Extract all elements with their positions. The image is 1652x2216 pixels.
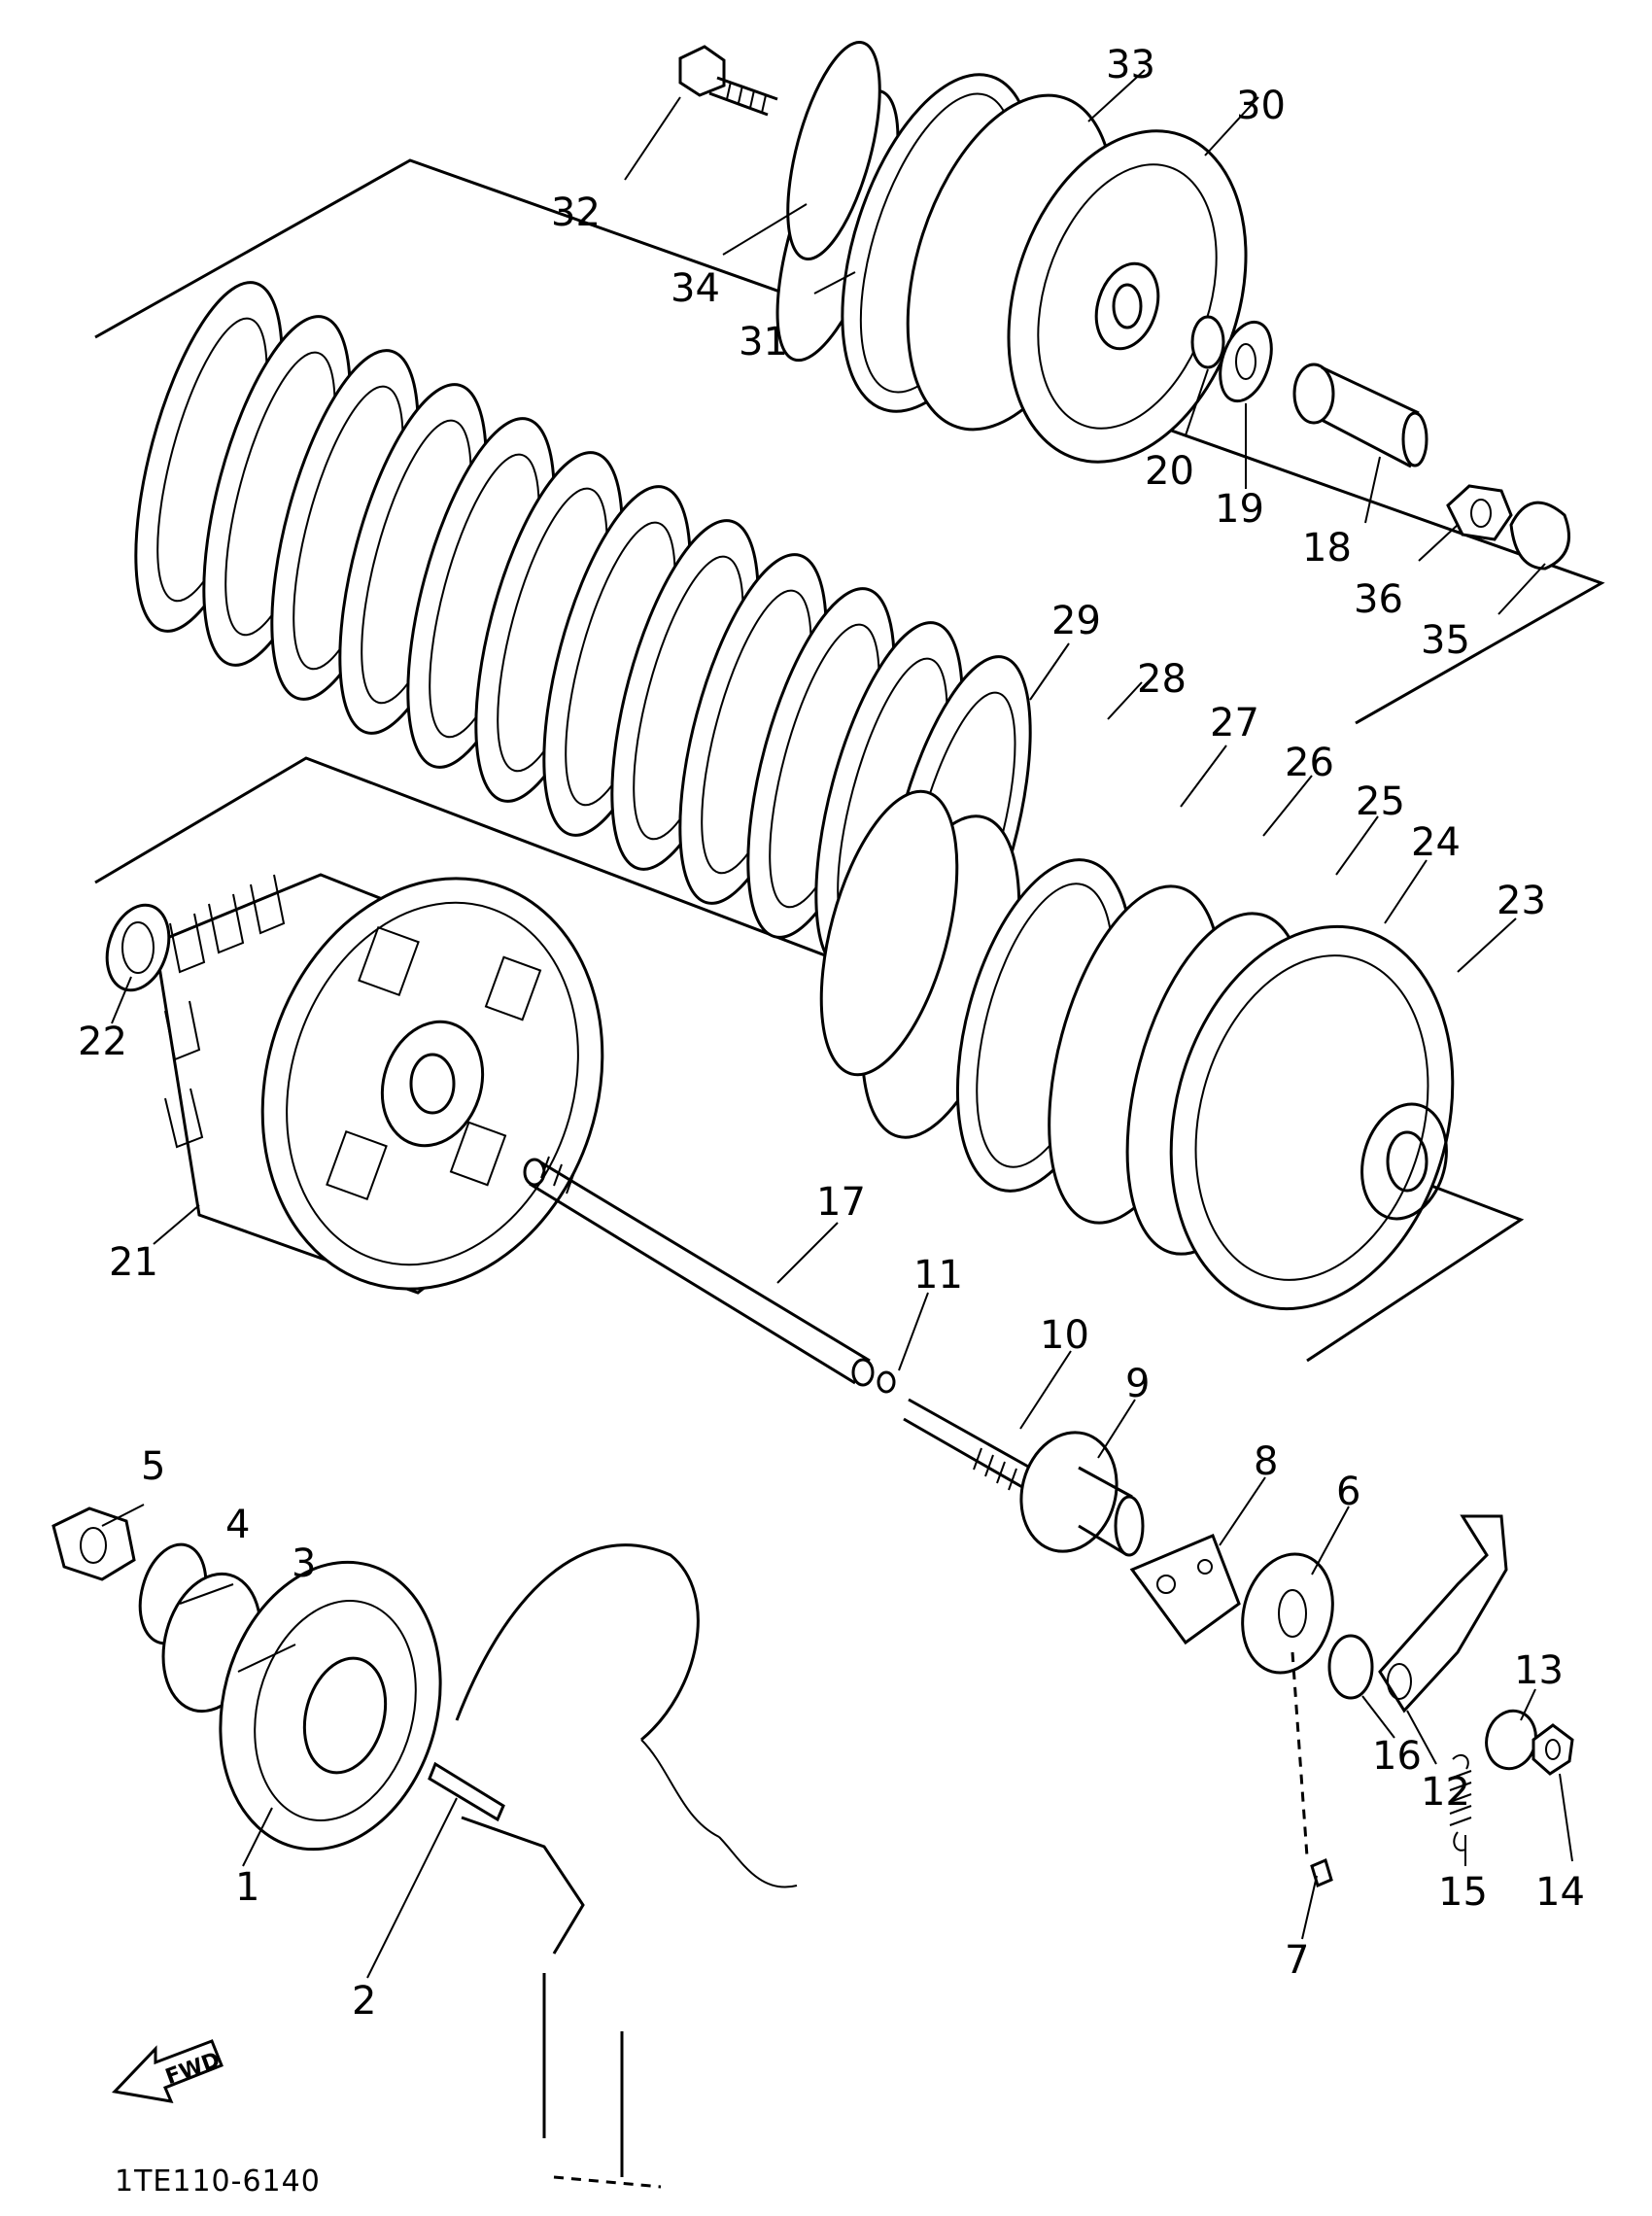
callout-8: 8 [1254,1439,1278,1484]
leader-lines [101,69,1573,1979]
push-rod-assembly [523,1156,1241,1645]
callout-18: 18 [1302,526,1352,571]
callout-19: 19 [1215,487,1264,532]
callout-27: 27 [1210,701,1259,745]
callout-23: 23 [1497,879,1546,923]
callout-13: 13 [1514,1648,1564,1693]
callout-1: 1 [235,1865,259,1910]
callout-32: 32 [551,190,601,235]
callout-3: 3 [292,1541,316,1586]
callout-6: 6 [1336,1470,1360,1514]
callout-36: 36 [1354,577,1403,622]
callout-31: 31 [739,320,788,364]
callout-34: 34 [671,266,720,311]
callout-20: 20 [1145,449,1194,494]
callout-10: 10 [1040,1313,1089,1358]
callout-26: 26 [1285,741,1334,785]
callout-4: 4 [225,1503,250,1547]
callout-2: 2 [352,1979,376,2024]
clutch-housing [105,873,604,1295]
callout-30: 30 [1236,84,1286,128]
clutch-boss-assembly [819,789,1455,1311]
callout-7: 7 [1285,1938,1309,1983]
callout-12: 12 [1421,1770,1470,1815]
callout-25: 25 [1356,779,1405,824]
callout-14: 14 [1535,1870,1585,1915]
callout-35: 35 [1421,618,1470,663]
callout-29: 29 [1051,599,1101,643]
callout-11: 11 [913,1253,963,1298]
callout-21: 21 [109,1240,158,1285]
callout-5: 5 [141,1444,165,1489]
callout-24: 24 [1411,820,1461,865]
callout-28: 28 [1137,657,1187,702]
release-lever-assembly [1241,1514,1574,1888]
fwd-arrow-badge: FWD [111,2039,224,2103]
callout-15: 15 [1438,1870,1488,1915]
clutch-plate-stack [134,281,1032,1007]
pressure-plate-assembly [678,40,1570,571]
drawing-code: 1TE110-6140 [115,2164,321,2199]
primary-drive-assembly [52,1506,798,2189]
callout-9: 9 [1125,1362,1150,1406]
callout-numbers: 32 34 33 30 31 20 19 18 36 35 29 28 27 2… [78,43,1585,2024]
callout-22: 22 [78,1020,127,1064]
callout-33: 33 [1106,43,1155,87]
callout-16: 16 [1372,1734,1422,1779]
callout-17: 17 [816,1180,866,1225]
